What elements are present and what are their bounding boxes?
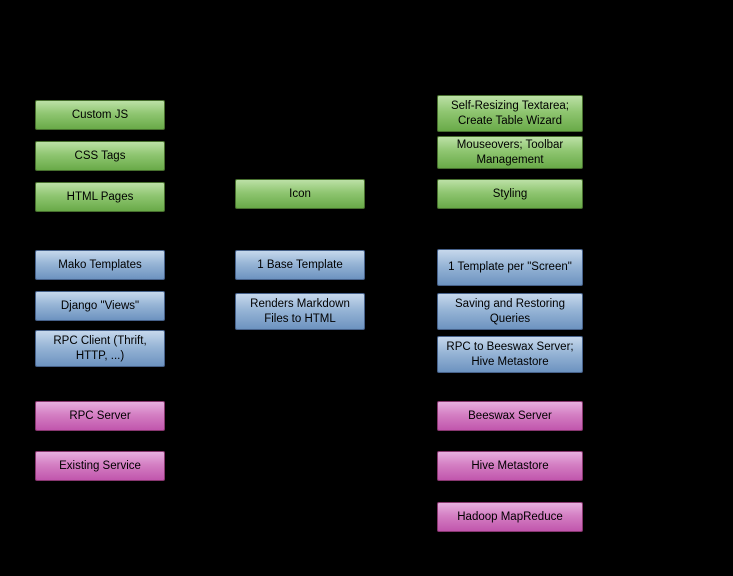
box-rpc-server: RPC Server [35,401,165,431]
box-django-views: Django "Views" [35,291,165,321]
box-mako-templates: Mako Templates [35,250,165,280]
box-custom-js: Custom JS [35,100,165,130]
box-saving-restoring: Saving and Restoring Queries [437,293,583,330]
box-rpc-client: RPC Client (Thrift, HTTP, ...) [35,330,165,367]
box-1-base-template: 1 Base Template [235,250,365,280]
box-renders-markdown: Renders Markdown Files to HTML [235,293,365,330]
box-html-pages: HTML Pages [35,182,165,212]
box-1-template-per-screen: 1 Template per "Screen" [437,249,583,286]
box-rpc-to-beeswax: RPC to Beeswax Server; Hive Metastore [437,336,583,373]
box-mouseovers: Mouseovers; Toolbar Management [437,136,583,169]
box-css-tags: CSS Tags [35,141,165,171]
box-styling: Styling [437,179,583,209]
box-icon: Icon [235,179,365,209]
box-hive-metastore: Hive Metastore [437,451,583,481]
box-beeswax-server: Beeswax Server [437,401,583,431]
box-self-resizing-textarea: Self-Resizing Textarea; Create Table Wiz… [437,95,583,132]
box-hadoop-mapreduce: Hadoop MapReduce [437,502,583,532]
box-existing-service: Existing Service [35,451,165,481]
